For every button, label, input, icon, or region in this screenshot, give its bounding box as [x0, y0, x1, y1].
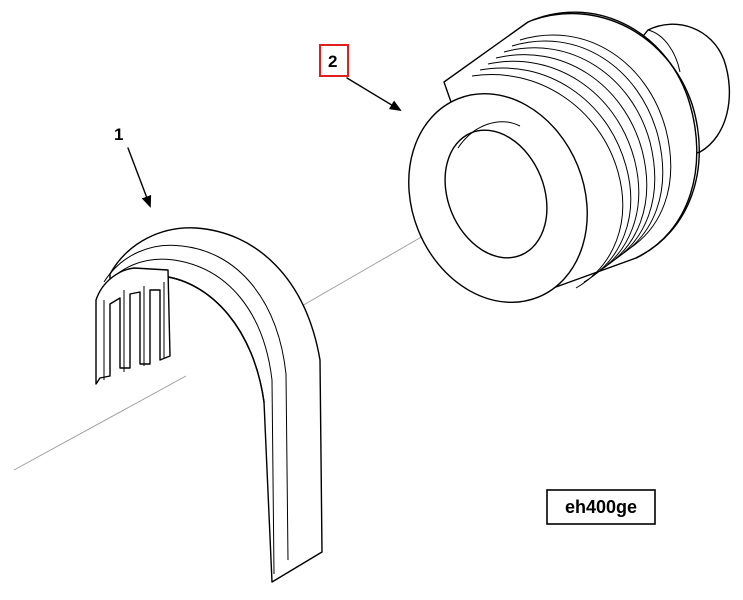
drawing-code-box [546, 489, 656, 525]
arrow-item-2 [346, 77, 402, 112]
part-2-pulley [408, 11, 731, 304]
part-1-belt [95, 227, 323, 583]
callout-1-label: 1 [114, 125, 123, 144]
callout-2-label: 2 [328, 52, 337, 71]
arrow-item-1 [127, 147, 152, 208]
drawing-code-label: eh400ge [565, 497, 637, 517]
callout-2-highlight-box [319, 44, 349, 77]
